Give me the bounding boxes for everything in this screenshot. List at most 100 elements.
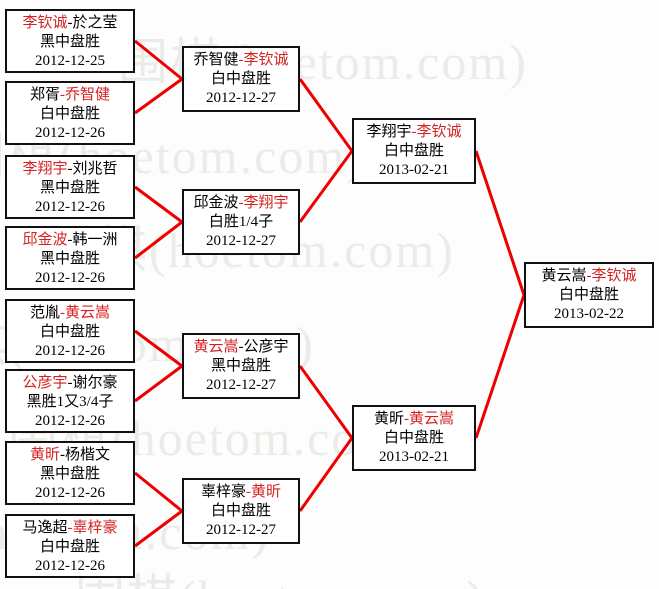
player-name: 李翔宇 <box>243 195 289 211</box>
match-players: 郑胥-乔智健 <box>7 86 133 105</box>
match-date: 2012-12-26 <box>35 558 105 574</box>
match-date: 2012-12-27 <box>206 522 276 538</box>
player-name: 黄昕 <box>29 447 60 463</box>
match-box-qf-3: 黄云嵩-公彦宇 黑中盘胜 2012-12-27 <box>182 333 300 399</box>
match-box-r1-5: 范胤-黄云嵩 白中盘胜 2012-12-26 <box>5 299 135 363</box>
player-name: 辜梓豪 <box>200 484 246 500</box>
match-players: 辜梓豪-黄昕 <box>184 483 298 502</box>
match-box-r1-2: 郑胥-乔智健 白中盘胜 2012-12-26 <box>5 81 135 145</box>
player-name: 邱金波 <box>22 232 68 248</box>
player-name: 黄昕 <box>251 484 282 500</box>
player-name: 李钦诚 <box>591 268 637 284</box>
match-box-r1-4: 邱金波-韩一洲 黑中盘胜 2012-12-26 <box>5 226 135 290</box>
match-players: 马逸超-辜梓豪 <box>7 519 133 538</box>
match-date: 2012-12-27 <box>206 90 276 106</box>
player-name: 公彦宇 <box>243 339 289 355</box>
match-date: 2012-12-26 <box>35 485 105 501</box>
match-result: 白中盘胜 <box>210 71 271 87</box>
player-name: 李翔宇 <box>366 124 412 140</box>
match-date: 2012-12-25 <box>35 53 105 69</box>
players-separator: - <box>67 161 73 177</box>
connector-line <box>134 220 183 260</box>
match-box-r1-3: 李翔宇-刘兆哲 黑中盘胜 2012-12-26 <box>5 155 135 219</box>
player-name: 李钦诚 <box>416 124 462 140</box>
player-name: 黄云嵩 <box>65 305 111 321</box>
match-players: 黄云嵩-公彦宇 <box>184 338 298 357</box>
match-players: 乔智健-李钦诚 <box>184 51 298 70</box>
connector-line <box>298 78 354 152</box>
players-separator: - <box>586 268 592 284</box>
connector-line <box>298 365 354 439</box>
player-name: 黄昕 <box>373 411 404 427</box>
players-separator: - <box>238 339 244 355</box>
player-name: 邱金波 <box>193 195 239 211</box>
players-separator: - <box>60 305 65 321</box>
match-players: 邱金波-韩一洲 <box>7 231 133 250</box>
match-date: 2013-02-21 <box>379 162 449 178</box>
match-result: 黑中盘胜 <box>39 34 100 50</box>
match-players: 李翔宇-刘兆哲 <box>7 160 133 179</box>
match-box-sf-1: 李翔宇-李钦诚 白中盘胜 2013-02-21 <box>352 118 476 184</box>
connector-line <box>134 329 183 368</box>
match-result: 白中盘胜 <box>383 143 444 159</box>
player-name: 乔智健 <box>193 52 239 68</box>
player-name: 谢尔豪 <box>72 375 118 391</box>
match-box-r1-8: 马逸超-辜梓豪 白中盘胜 2012-12-26 <box>5 514 135 578</box>
match-result: 白中盘胜 <box>558 287 619 303</box>
players-separator: - <box>60 447 65 463</box>
match-date: 2013-02-22 <box>554 306 624 322</box>
match-result: 白胜1/4子 <box>208 214 274 230</box>
player-name: 杨楷文 <box>65 447 111 463</box>
match-date: 2012-12-26 <box>35 413 105 429</box>
player-name: 韩一洲 <box>72 232 118 248</box>
player-name: 辜梓豪 <box>72 520 118 536</box>
players-separator: - <box>404 411 409 427</box>
match-players: 李钦诚-於之莹 <box>7 14 133 33</box>
match-result: 黑胜1又3/4子 <box>26 394 114 410</box>
player-name: 黄云嵩 <box>193 339 239 355</box>
match-date: 2012-12-26 <box>35 270 105 286</box>
match-date: 2012-12-26 <box>35 125 105 141</box>
match-box-final: 黄云嵩-李钦诚 白中盘胜 2013-02-22 <box>524 262 654 328</box>
players-separator: - <box>67 15 73 31</box>
match-result: 白中盘胜 <box>383 430 444 446</box>
players-separator: - <box>67 375 73 391</box>
match-players: 黄昕-杨楷文 <box>7 446 133 465</box>
match-result: 白中盘胜 <box>39 539 100 555</box>
match-date: 2012-12-27 <box>206 377 276 393</box>
match-result: 黑中盘胜 <box>39 466 100 482</box>
match-box-qf-4: 辜梓豪-黄昕 白中盘胜 2012-12-27 <box>182 478 300 544</box>
players-separator: - <box>238 195 244 211</box>
connector-line <box>298 150 354 223</box>
player-name: 乔智健 <box>65 87 111 103</box>
match-result: 白中盘胜 <box>39 324 100 340</box>
match-box-r1-6: 公彦宇-谢尔豪 黑胜1又3/4子 2012-12-26 <box>5 369 135 433</box>
player-name: 李钦诚 <box>22 15 68 31</box>
players-separator: - <box>67 520 73 536</box>
player-name: 李钦诚 <box>243 52 289 68</box>
match-date: 2012-12-27 <box>206 233 276 249</box>
match-box-qf-2: 邱金波-李翔宇 白胜1/4子 2012-12-27 <box>182 189 300 255</box>
player-name: 范胤 <box>29 305 60 321</box>
player-name: 李翔宇 <box>22 161 68 177</box>
connector-line <box>298 437 354 512</box>
players-separator: - <box>246 484 251 500</box>
match-result: 白中盘胜 <box>39 106 100 122</box>
match-players: 范胤-黄云嵩 <box>7 304 133 323</box>
player-name: 马逸超 <box>22 520 68 536</box>
match-players: 李翔宇-李钦诚 <box>354 123 474 142</box>
match-result: 黑中盘胜 <box>210 358 271 374</box>
match-date: 2012-12-26 <box>35 199 105 215</box>
connector-line <box>134 471 183 513</box>
match-players: 公彦宇-谢尔豪 <box>7 374 133 393</box>
connector-line <box>134 364 183 403</box>
player-name: 郑胥 <box>29 87 60 103</box>
match-players: 黄云嵩-李钦诚 <box>526 267 652 286</box>
connector-line <box>134 509 183 548</box>
players-separator: - <box>67 232 73 248</box>
match-result: 白中盘胜 <box>210 503 271 519</box>
match-box-r1-1: 李钦诚-於之莹 黑中盘胜 2012-12-25 <box>5 9 135 73</box>
connector-line <box>474 150 526 296</box>
player-name: 黄云嵩 <box>409 411 455 427</box>
